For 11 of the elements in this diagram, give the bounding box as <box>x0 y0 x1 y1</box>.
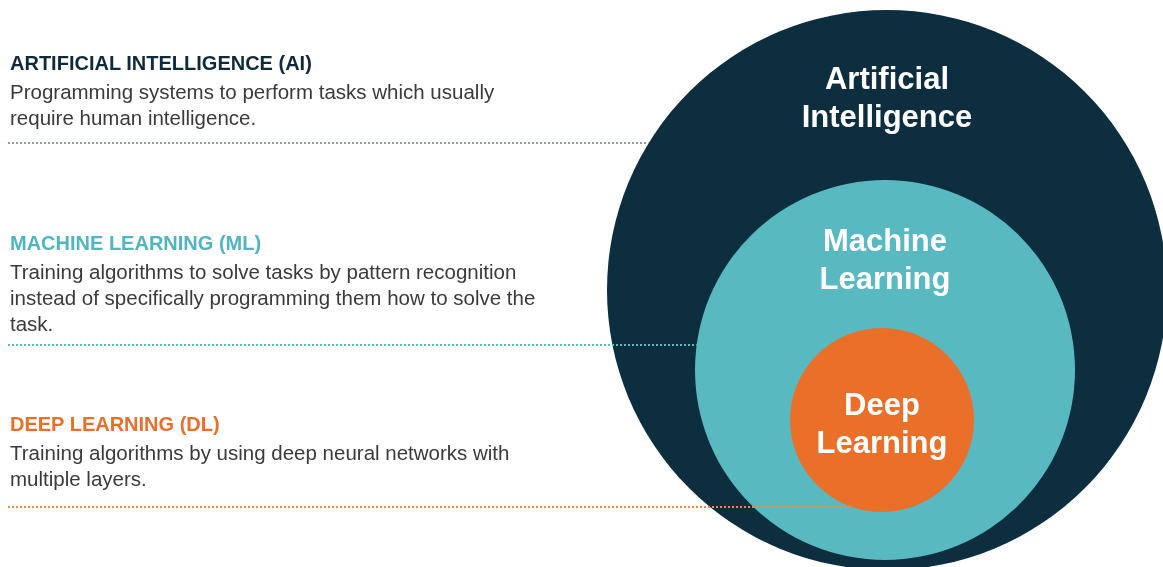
circle-label: Deep Learning <box>815 386 949 462</box>
description: Training algorithms to solve tasks by pattern recognition instead of specifically programming them how to solve the task. <box>10 259 537 337</box>
leader-line <box>7 142 650 144</box>
heading: DEEP LEARNING (DL) <box>10 413 221 436</box>
circle-label: Artificial Intelligence <box>800 60 974 136</box>
heading: ARTIFICIAL INTELLIGENCE (AI) <box>10 52 313 75</box>
leader-line <box>7 344 698 346</box>
description: Programming systems to perform tasks which usually require human intelligence. <box>10 79 496 131</box>
circle-label: Machine Learning <box>818 222 952 298</box>
description: Training algorithms by using deep neural networks with multiple layers. <box>10 440 511 492</box>
heading: MACHINE LEARNING (ML) <box>10 232 263 255</box>
